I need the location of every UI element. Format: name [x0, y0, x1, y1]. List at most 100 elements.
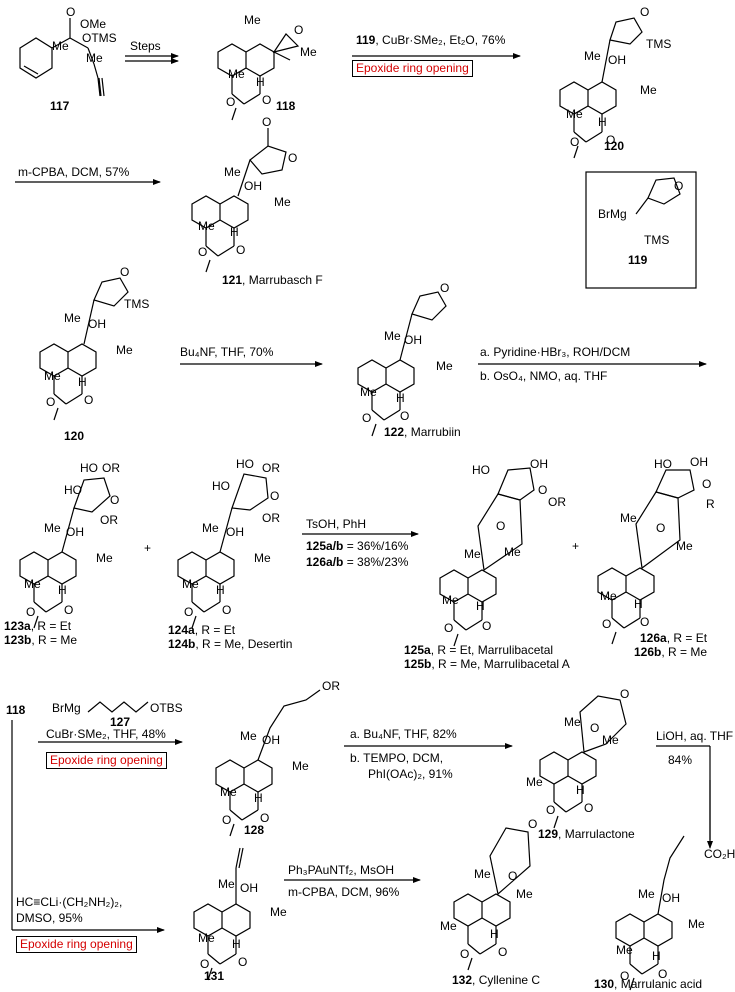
- epoxide-label-1: Epoxide ring opening: [352, 60, 473, 77]
- box-reagent-119: [585, 171, 697, 289]
- atom-label: O: [184, 605, 194, 619]
- condition-r5c-label: 126a/b: [306, 555, 344, 569]
- atom-label: HO: [212, 479, 230, 493]
- compound-label-120b: 120: [64, 429, 85, 443]
- atom-label: O: [84, 393, 94, 407]
- atom-label: O: [238, 955, 248, 969]
- atom-label: TMS: [124, 297, 150, 311]
- compound-label-118b: 118: [6, 703, 26, 717]
- atom-label: OH: [226, 525, 244, 539]
- atom-label: O: [262, 93, 272, 107]
- atom-label: OTMS: [82, 31, 117, 45]
- structure-127: [87, 701, 149, 713]
- compound-label-122: 122, Marrubiin: [384, 426, 461, 439]
- atom-label: OR: [548, 495, 566, 509]
- condition-r5b: 125a/b = 36%/16%: [306, 540, 408, 553]
- atom-label: O: [546, 803, 556, 817]
- compound-label-118: 118: [276, 99, 296, 113]
- condition-r1-rest: , CuBr·SMe₂, Et₂O, 76%: [375, 33, 506, 47]
- atom-label: Me: [474, 867, 491, 881]
- atom-label: Me: [198, 219, 215, 233]
- condition-r3: Bu₄NF, THF, 70%: [180, 345, 274, 359]
- atom-label: OR: [102, 461, 120, 475]
- atom-label: Me: [24, 577, 41, 591]
- atom-label: O: [260, 811, 270, 825]
- atom-label: O: [584, 801, 594, 815]
- atom-label: Me: [442, 593, 459, 607]
- epoxide-label-2: Epoxide ring opening: [46, 752, 167, 769]
- condition-r4b: b. OsO₄, NMO, aq. THF: [480, 369, 608, 383]
- atom-label: OR: [100, 513, 118, 527]
- atom-label: O: [538, 483, 548, 497]
- condition-steps: Steps: [130, 39, 161, 53]
- atom-label: Me: [640, 83, 657, 97]
- atom-label: O: [236, 243, 246, 257]
- atom-label: H: [232, 937, 241, 951]
- atom-label: H: [490, 927, 499, 941]
- atom-label: Me: [270, 905, 287, 919]
- atom-label: Me: [300, 45, 317, 59]
- compound-number-126a: 126a: [640, 631, 667, 645]
- atom-label: OR: [262, 511, 280, 525]
- atom-label: HO: [236, 457, 254, 471]
- atom-label: H: [634, 597, 643, 611]
- atom-label: O: [570, 135, 580, 149]
- condition-r5c: 126a/b = 38%/23%: [306, 556, 408, 569]
- atom-label: Me: [676, 539, 693, 553]
- atom-label: Me: [202, 521, 219, 535]
- atom-label: O: [46, 395, 56, 409]
- compound-number-125b: 125b: [404, 657, 432, 671]
- compound-label-121: 121, Marrubasch F: [222, 274, 323, 287]
- atom-label: O: [262, 115, 272, 129]
- plus-sign: +: [572, 539, 580, 553]
- compound-label-130: 130, Marrulanic acid: [594, 978, 702, 991]
- condition-r5b-value: = 36%/16%: [343, 539, 409, 553]
- atom-label: OH: [66, 525, 84, 539]
- condition-r5c-value: = 38%/23%: [343, 555, 409, 569]
- atom-label: O: [66, 5, 76, 19]
- reagent-brmg: BrMg: [52, 701, 81, 715]
- arrow-steps: [125, 53, 179, 64]
- atom-label: Me: [688, 917, 705, 931]
- condition-r5a: TsOH, PhH: [306, 517, 367, 531]
- condition-r5b-label: 125a/b: [306, 539, 344, 553]
- atom-label: OH: [262, 733, 280, 747]
- compound-name-130: , Marrulanic acid: [614, 977, 703, 991]
- compound-label-124a: 124a, R = Et: [168, 624, 235, 637]
- condition-r7a: a. Bu₄NF, THF, 82%: [350, 727, 457, 741]
- atom-label: Me: [220, 785, 237, 799]
- atom-label: OH: [608, 53, 626, 67]
- compound-label-124b: 124b, R = Me, Desertin: [168, 638, 292, 651]
- atom-label: Me: [240, 729, 257, 743]
- atom-label: OH: [530, 457, 548, 471]
- compound-number-123b: 123b: [4, 633, 32, 647]
- atom-label: O: [222, 603, 232, 617]
- atom-label: O: [508, 869, 518, 883]
- atom-label: Me: [564, 715, 581, 729]
- atom-label: OH: [662, 891, 680, 905]
- atom-label: O: [64, 603, 74, 617]
- atom-label: O: [528, 817, 538, 831]
- atom-label: Me: [504, 545, 521, 559]
- atom-label: O: [640, 5, 650, 19]
- atom-label: OH: [240, 881, 258, 895]
- atom-label: Me: [274, 195, 291, 209]
- compound-label-126a: 126a, R = Et: [640, 632, 707, 645]
- atom-label: O: [702, 477, 712, 491]
- compound-label-120: 120: [604, 139, 625, 153]
- atom-label: Me: [384, 329, 401, 343]
- atom-label: Me: [464, 547, 481, 561]
- atom-label: OMe: [80, 17, 107, 31]
- atom-label: H: [598, 115, 607, 129]
- compound-label-126b: 126b, R = Me: [634, 646, 707, 659]
- compound-label-117: 117: [50, 99, 70, 113]
- compound-number-121: 121: [222, 273, 243, 287]
- compound-r-123b: , R = Me: [31, 633, 78, 647]
- atom-label: TMS: [646, 37, 672, 51]
- atom-label: O: [288, 151, 298, 165]
- compound-number-129: 129: [538, 827, 559, 841]
- atom-label: Me: [620, 511, 637, 525]
- atom-label: Me: [638, 887, 655, 901]
- condition-r4a: a. Pyridine·HBr₃, ROH/DCM: [480, 345, 631, 359]
- atom-label: Me: [96, 551, 113, 565]
